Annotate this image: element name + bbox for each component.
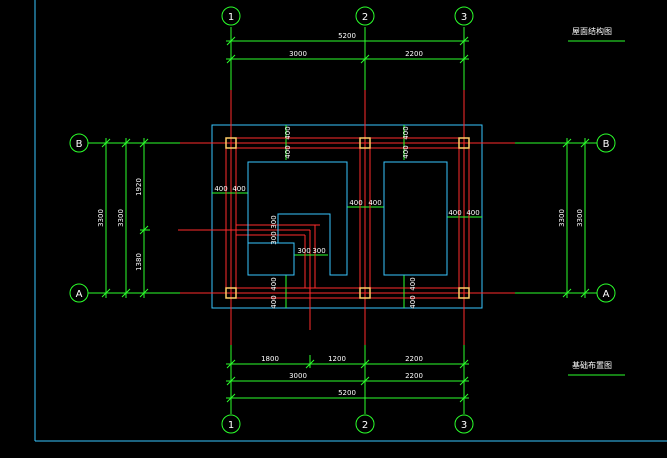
dim-footing-mid-1: 400	[349, 199, 362, 207]
dim-inner-small-2: 300	[270, 231, 278, 244]
axis-bubble-top-2	[355, 6, 375, 26]
dim-bottom-2-3: 2200	[405, 372, 423, 380]
dim-bottom-1-2: 3000	[289, 372, 307, 380]
beams	[225, 137, 470, 299]
dim-bottom-seg-1: 1800	[261, 355, 279, 363]
axis-bubbles	[69, 6, 616, 434]
axis-bubble-bottom-1	[221, 414, 241, 434]
dim-bottom-seg-2: 1200	[328, 355, 346, 363]
dim-top-right-footing-2: 400	[402, 126, 410, 139]
dim-bottom-right-footing-1: 400	[409, 277, 417, 290]
axis-label-top-2: 2	[362, 12, 368, 23]
columns	[225, 137, 470, 299]
dim-top-right-footing-1: 400	[402, 145, 410, 158]
dim-top-left-footing-1: 400	[284, 145, 292, 158]
axis-label-bottom-2: 2	[362, 420, 368, 431]
axis-bubble-top-3	[454, 6, 474, 26]
dim-footing-left-1: 400	[214, 185, 227, 193]
footing-outlines	[247, 161, 448, 276]
dim-bottom-seg-3: 2200	[405, 355, 423, 363]
axis-bubble-left-b	[69, 133, 89, 153]
axis-label-left-a: A	[76, 289, 83, 300]
dim-left-lower: 1380	[135, 253, 143, 271]
foundation-plan-title: 基础布置图	[572, 360, 612, 370]
dim-bottom-left-footing-2: 400	[270, 295, 278, 308]
dim-top-total: 5200	[338, 32, 356, 40]
dim-footing-right-1: 400	[448, 209, 461, 217]
axis-bubble-top-1	[221, 6, 241, 26]
dim-top-1-2: 3000	[289, 50, 307, 58]
dim-inner-small-1: 300	[270, 215, 278, 228]
dim-top-left-footing-2: 400	[284, 126, 292, 139]
dim-bottom-total: 5200	[338, 389, 356, 397]
dim-top-2-3: 2200	[405, 50, 423, 58]
axis-bubble-bottom-2	[355, 414, 375, 434]
dim-footing-right-2: 400	[466, 209, 479, 217]
dim-bottom-right-footing-2: 400	[409, 295, 417, 308]
dim-footing-left-2: 400	[232, 185, 245, 193]
axis-label-bottom-1: 1	[228, 420, 234, 431]
dim-footing-mid-2: 400	[368, 199, 381, 207]
axis-label-top-1: 1	[228, 12, 234, 23]
dim-left-upper: 1920	[135, 178, 143, 196]
roof-plan-title: 屋面结构图	[572, 26, 612, 36]
drawing-frame	[34, 0, 667, 442]
extension-lines	[88, 27, 625, 414]
axis-bubble-right-a	[596, 283, 616, 303]
axis-label-top-3: 3	[461, 12, 467, 23]
dim-bottom-left-footing-1: 400	[270, 277, 278, 290]
axis-bubble-left-a	[69, 283, 89, 303]
dim-left-inner: 3300	[117, 209, 125, 227]
dim-right-inner: 3300	[576, 209, 584, 227]
axis-label-left-b: B	[76, 139, 83, 150]
axis-label-bottom-3: 3	[461, 420, 467, 431]
axis-label-right-a: A	[603, 289, 610, 300]
axis-bubble-right-b	[596, 133, 616, 153]
dim-footing-small-2: 300	[312, 247, 325, 255]
dim-left-outer: 3300	[97, 209, 105, 227]
axis-bubble-bottom-3	[454, 414, 474, 434]
dim-footing-small-1: 300	[297, 247, 310, 255]
axis-label-right-b: B	[603, 139, 610, 150]
dim-right-outer: 3300	[558, 209, 566, 227]
